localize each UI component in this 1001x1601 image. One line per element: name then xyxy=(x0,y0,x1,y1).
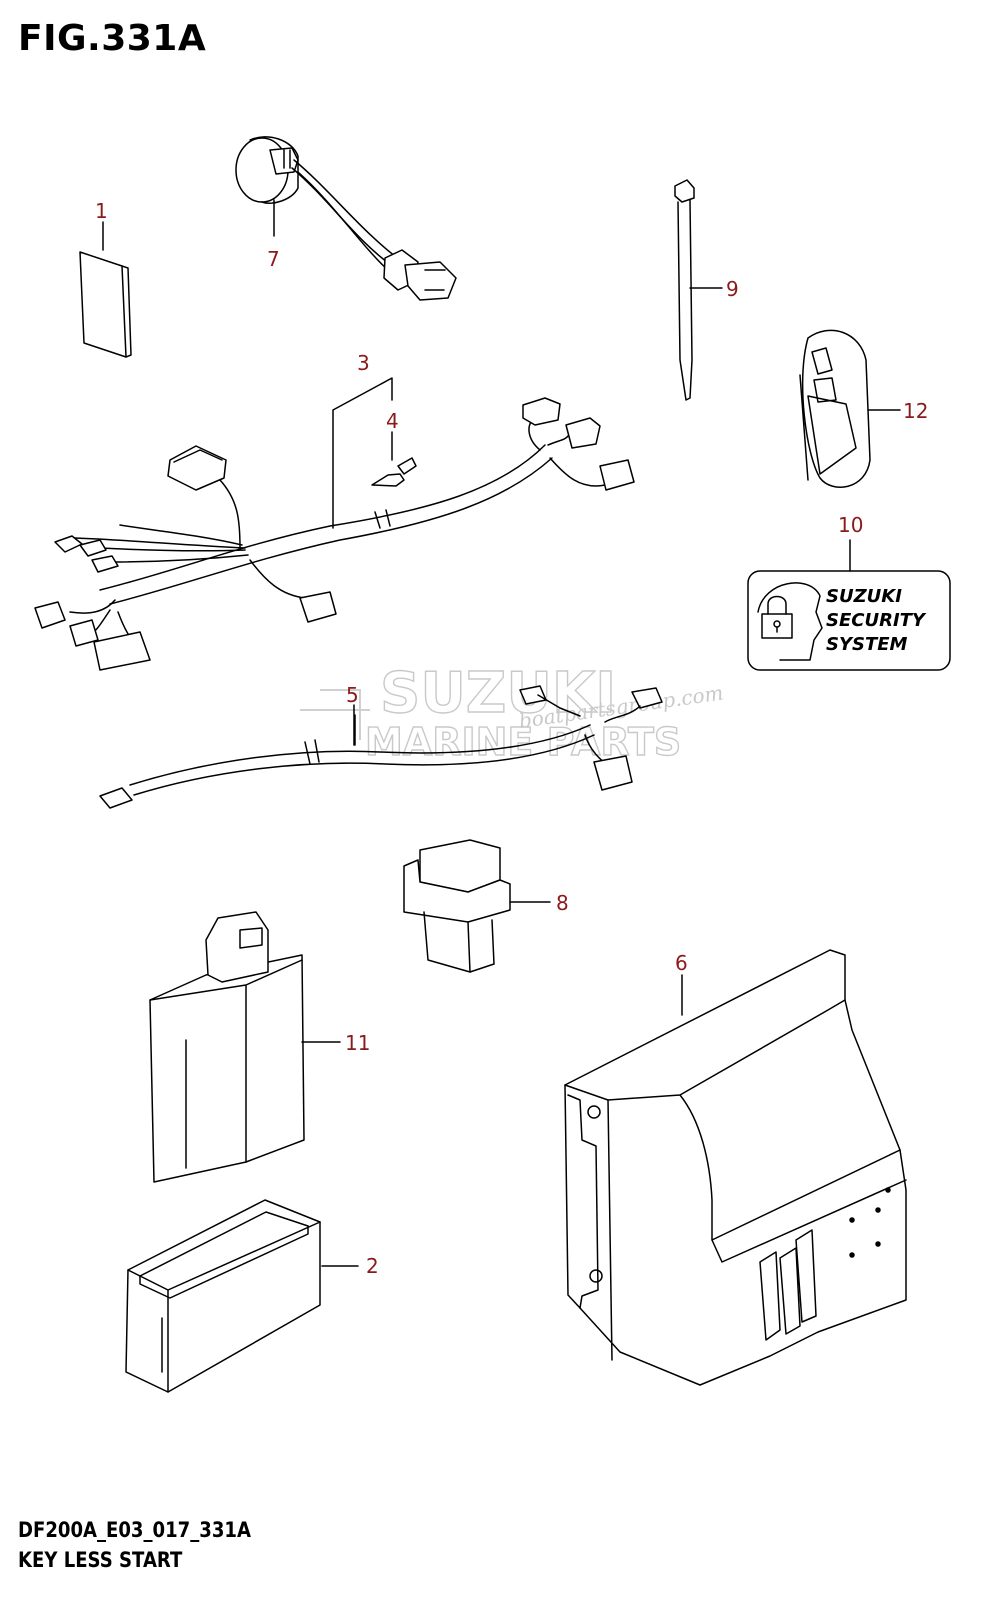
callout-5: 5 xyxy=(346,683,359,707)
part-2-holder xyxy=(125,1199,321,1393)
part-7-antenna-harness xyxy=(235,136,457,301)
callout-7: 7 xyxy=(267,247,280,271)
callout-12: 12 xyxy=(903,399,928,423)
figure-name: KEY LESS START xyxy=(18,1548,183,1572)
security-label-text: SUZUKI SECURITY SYSTEM xyxy=(826,586,927,655)
part-11-module xyxy=(149,911,305,1183)
part-9-tie-strap xyxy=(674,179,695,401)
callout-numbers: 1 2 3 4 5 6 7 8 9 10 11 12 xyxy=(95,199,928,1278)
part-5-harness xyxy=(99,685,663,809)
callout-8: 8 xyxy=(556,891,569,915)
part-8-relay xyxy=(403,839,511,973)
part-6-cover xyxy=(564,949,907,1386)
watermark: SUZUKI MARINE PARTS boatpartsgroup.com xyxy=(300,660,725,765)
figure-title: FIG.331A xyxy=(18,18,207,59)
callout-11: 11 xyxy=(345,1031,370,1055)
watermark-logo xyxy=(300,689,370,740)
figure-code: DF200A_E03_017_331A xyxy=(18,1518,251,1542)
leader-lines xyxy=(102,199,901,1267)
callout-9: 9 xyxy=(726,277,739,301)
callout-2: 2 xyxy=(366,1254,379,1278)
security-line-2: SECURITY xyxy=(826,610,927,631)
part-10-security-label xyxy=(747,570,951,671)
callout-10: 10 xyxy=(838,513,863,537)
callout-3: 3 xyxy=(357,351,370,375)
part-4-screw xyxy=(371,457,417,487)
callout-4: 4 xyxy=(386,409,399,433)
part-12-key-fob xyxy=(799,329,871,488)
part-1-card xyxy=(79,251,132,358)
security-line-1: SUZUKI xyxy=(826,586,902,607)
security-line-3: SYSTEM xyxy=(826,634,908,655)
part-3-main-harness xyxy=(34,377,635,671)
callout-6: 6 xyxy=(675,951,688,975)
callout-1: 1 xyxy=(95,199,108,223)
